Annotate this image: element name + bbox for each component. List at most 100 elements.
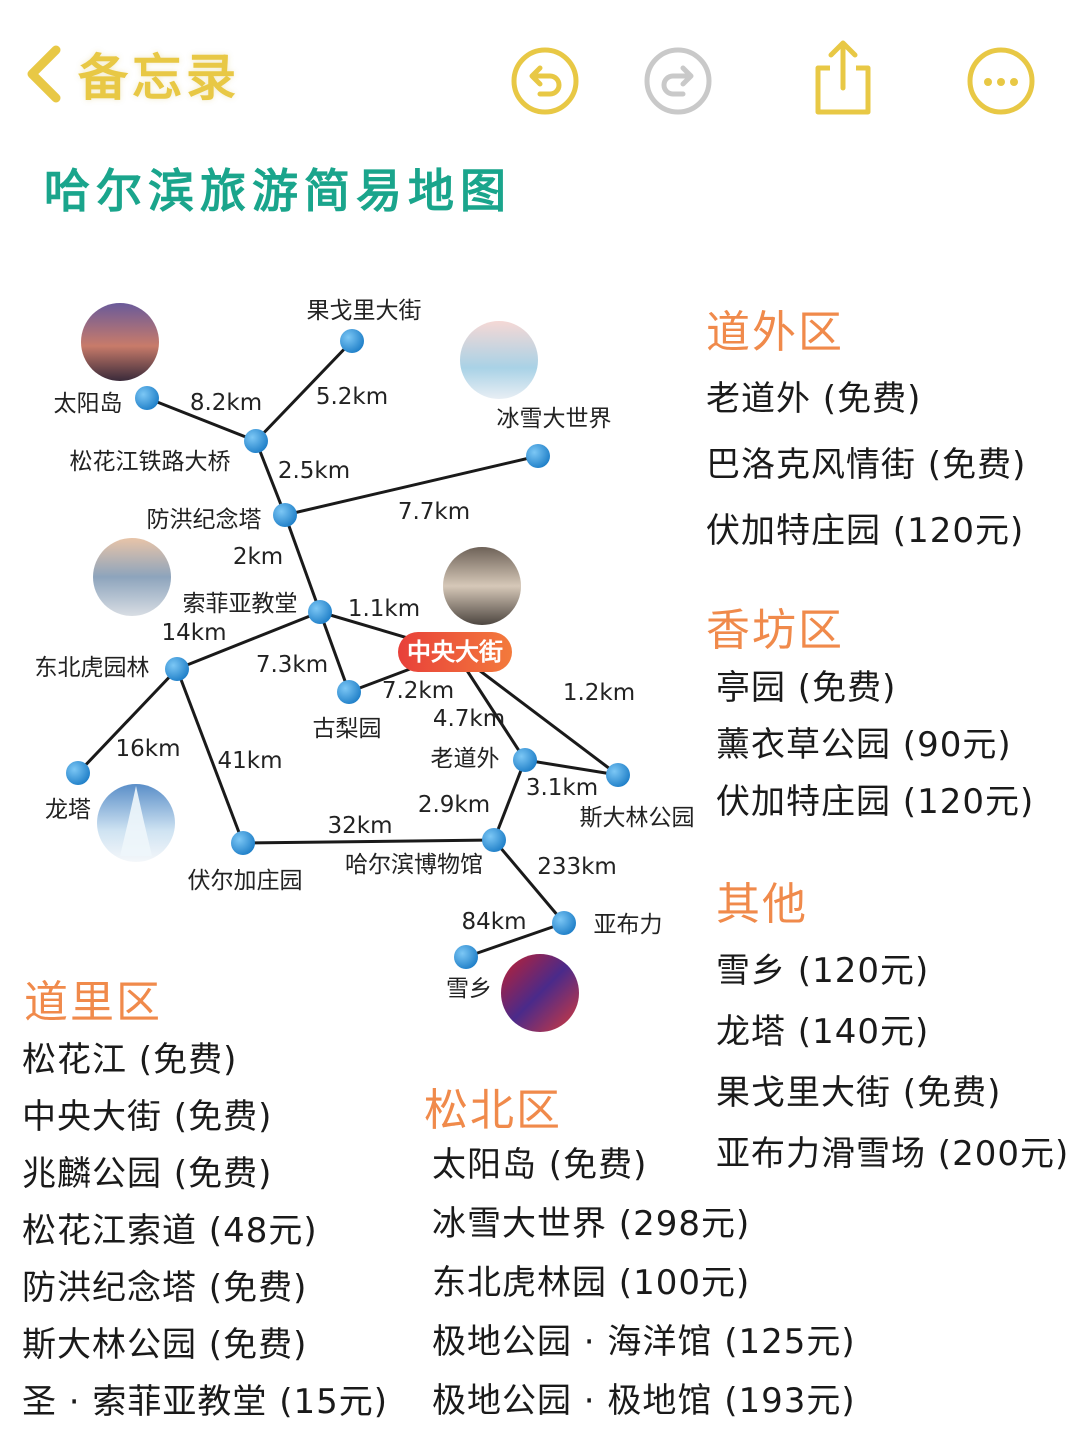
node-fuerjia (231, 831, 255, 855)
edge-dongbeihu-longta (76, 667, 179, 775)
node-label-longta: 龙塔 (45, 797, 91, 823)
edge-dongbeihu-fuerjia (175, 668, 245, 844)
snow-town-photo (501, 954, 579, 1032)
flood-tower-photo (93, 538, 171, 616)
node-suofeiya (308, 600, 332, 624)
node-yabuli (552, 911, 576, 935)
center-label: 中央大街 (407, 638, 503, 666)
sun-island-photo (81, 303, 159, 381)
node-dongbeihu (165, 657, 189, 681)
redo-icon (644, 47, 712, 115)
more-button[interactable] (966, 46, 1036, 116)
edge-distance-label: 5.2km (316, 384, 388, 410)
node-label-gualiyuan: 古梨园 (313, 716, 382, 742)
edge-distance-label: 32km (328, 813, 393, 839)
section-title-songbei: 松北区 (424, 1085, 562, 1136)
list-item: 太阳岛 (免费) (432, 1145, 648, 1185)
edge-guogeli-songhuajiang (254, 339, 354, 443)
list-item: 雪乡 (120元) (716, 951, 930, 991)
list-item: 松花江索道 (48元) (22, 1211, 318, 1251)
list-item: 极地公园 · 极地馆 (193元) (432, 1381, 856, 1421)
section-title-daowai: 道外区 (706, 307, 844, 358)
list-item: 薰衣草公园 (90元) (716, 725, 1012, 765)
map-node-labels: 太阳岛果戈里大街松花江铁路大桥冰雪大世界防洪纪念塔索菲亚教堂东北虎园林古梨园老道… (35, 298, 695, 1002)
edge-yabuli-xuexiang (465, 921, 565, 959)
node-label-bingxue: 冰雪大世界 (497, 406, 612, 432)
node-label-xuexiang: 雪乡 (446, 976, 492, 1002)
list-daowai: 老道外 (免费) 巴洛克风情街 (免费) 伏加特庄园 (120元) (706, 366, 1026, 564)
list-item: 伏加特庄园 (120元) (716, 782, 1035, 822)
map-nodes (66, 329, 630, 969)
edge-fanghong-bingxue (284, 454, 539, 517)
node-label-sidalin: 斯大林公园 (580, 805, 695, 831)
node-label-laodaowai: 老道外 (431, 746, 500, 772)
undo-button[interactable] (510, 46, 580, 116)
edge-distance-label: 8.2km (190, 390, 262, 416)
node-gualiyuan (337, 680, 361, 704)
tower-shape (120, 786, 152, 856)
section-title-qita: 其他 (716, 879, 808, 930)
share-button[interactable] (808, 38, 878, 115)
list-qita: 雪乡 (120元) 龙塔 (140元) 果戈里大街 (免费) 亚布力滑雪场 (2… (716, 941, 1069, 1185)
map-edges (76, 339, 619, 959)
list-item: 防洪纪念塔 (免费) (22, 1268, 308, 1308)
edge-suofeiya-gualiyuan (318, 611, 351, 693)
list-item: 兆麟公园 (免费) (22, 1154, 273, 1194)
list-item: 冰雪大世界 (298元) (432, 1204, 751, 1244)
node-guogeli (340, 329, 364, 353)
edge-fuerjia-bowuguan (242, 838, 495, 845)
ice-world-photo (460, 321, 538, 399)
edge-distance-label: 7.3km (256, 652, 328, 678)
edge-distance-label: 7.7km (398, 499, 470, 525)
list-item: 圣 · 索菲亚教堂 (15元) (22, 1382, 389, 1422)
list-item: 亭园 (免费) (716, 668, 897, 708)
edge-distance-label: 1.1km (348, 596, 420, 622)
back-button[interactable]: 备忘录 (22, 38, 240, 110)
list-item: 果戈里大街 (免费) (716, 1073, 1002, 1113)
list-item: 极地公园 · 海洋馆 (125元) (432, 1322, 856, 1362)
chevron-left-icon (27, 45, 61, 103)
node-bingxue (526, 444, 550, 468)
list-item: 老道外 (免费) (706, 379, 922, 419)
edge-distance-label: 4.7km (433, 706, 505, 732)
center-badge: 中央大街 (398, 632, 512, 672)
central-street-photo (443, 547, 521, 625)
redo-button[interactable] (643, 46, 713, 116)
node-label-bowuguan: 哈尔滨博物馆 (345, 852, 483, 878)
node-bowuguan (482, 828, 506, 852)
node-sidalin (606, 763, 630, 787)
list-item: 亚布力滑雪场 (200元) (716, 1134, 1070, 1174)
edge-distance-label: 14km (162, 620, 227, 646)
section-title-xiangfang: 香坊区 (706, 605, 844, 656)
edge-distance-label: 2km (233, 544, 283, 570)
section-title-daoli: 道里区 (24, 977, 162, 1028)
node-label-guogeli: 果戈里大街 (307, 298, 422, 324)
edge-laodaowai-sidalin (524, 758, 619, 777)
edge-bowuguan-yabuli (492, 839, 566, 924)
edge-suofeiya-dongbeihu (176, 610, 321, 671)
edge-fanghong-suofeiya (283, 514, 322, 613)
edge-distance-label: 1.2km (563, 680, 635, 706)
edge-distance-label: 3.1km (526, 775, 598, 801)
toolbar: 备忘录 (0, 0, 1080, 150)
edge-zhongyang-sidalin (454, 650, 619, 777)
list-item: 巴洛克风情街 (免费) (706, 445, 1027, 485)
node-label-suofeiya: 索菲亚教堂 (183, 591, 298, 617)
back-label: 备忘录 (78, 49, 240, 107)
edge-taiyangdao-songhuajiang (146, 396, 257, 443)
edge-distance-label: 7.2km (382, 678, 454, 704)
edge-distance-label: 2.9km (418, 792, 490, 818)
edge-laodaowai-bowuguan (492, 759, 527, 841)
edge-distance-label: 233km (537, 854, 617, 880)
node-label-taiyangdao: 太阳岛 (54, 391, 123, 417)
node-label-fanghong: 防洪纪念塔 (147, 507, 262, 533)
list-item: 斯大林公园 (免费) (22, 1325, 308, 1365)
page-title: 哈尔滨旅游简易地图 (44, 164, 512, 218)
node-songhuajiang (244, 429, 268, 453)
edge-distance-label: 84km (462, 909, 527, 935)
node-label-dongbeihu: 东北虎园林 (35, 655, 150, 681)
share-icon (815, 40, 871, 115)
more-icon (967, 47, 1035, 115)
list-item: 中央大街 (免费) (22, 1097, 273, 1137)
edge-distance-label: 2.5km (278, 458, 350, 484)
